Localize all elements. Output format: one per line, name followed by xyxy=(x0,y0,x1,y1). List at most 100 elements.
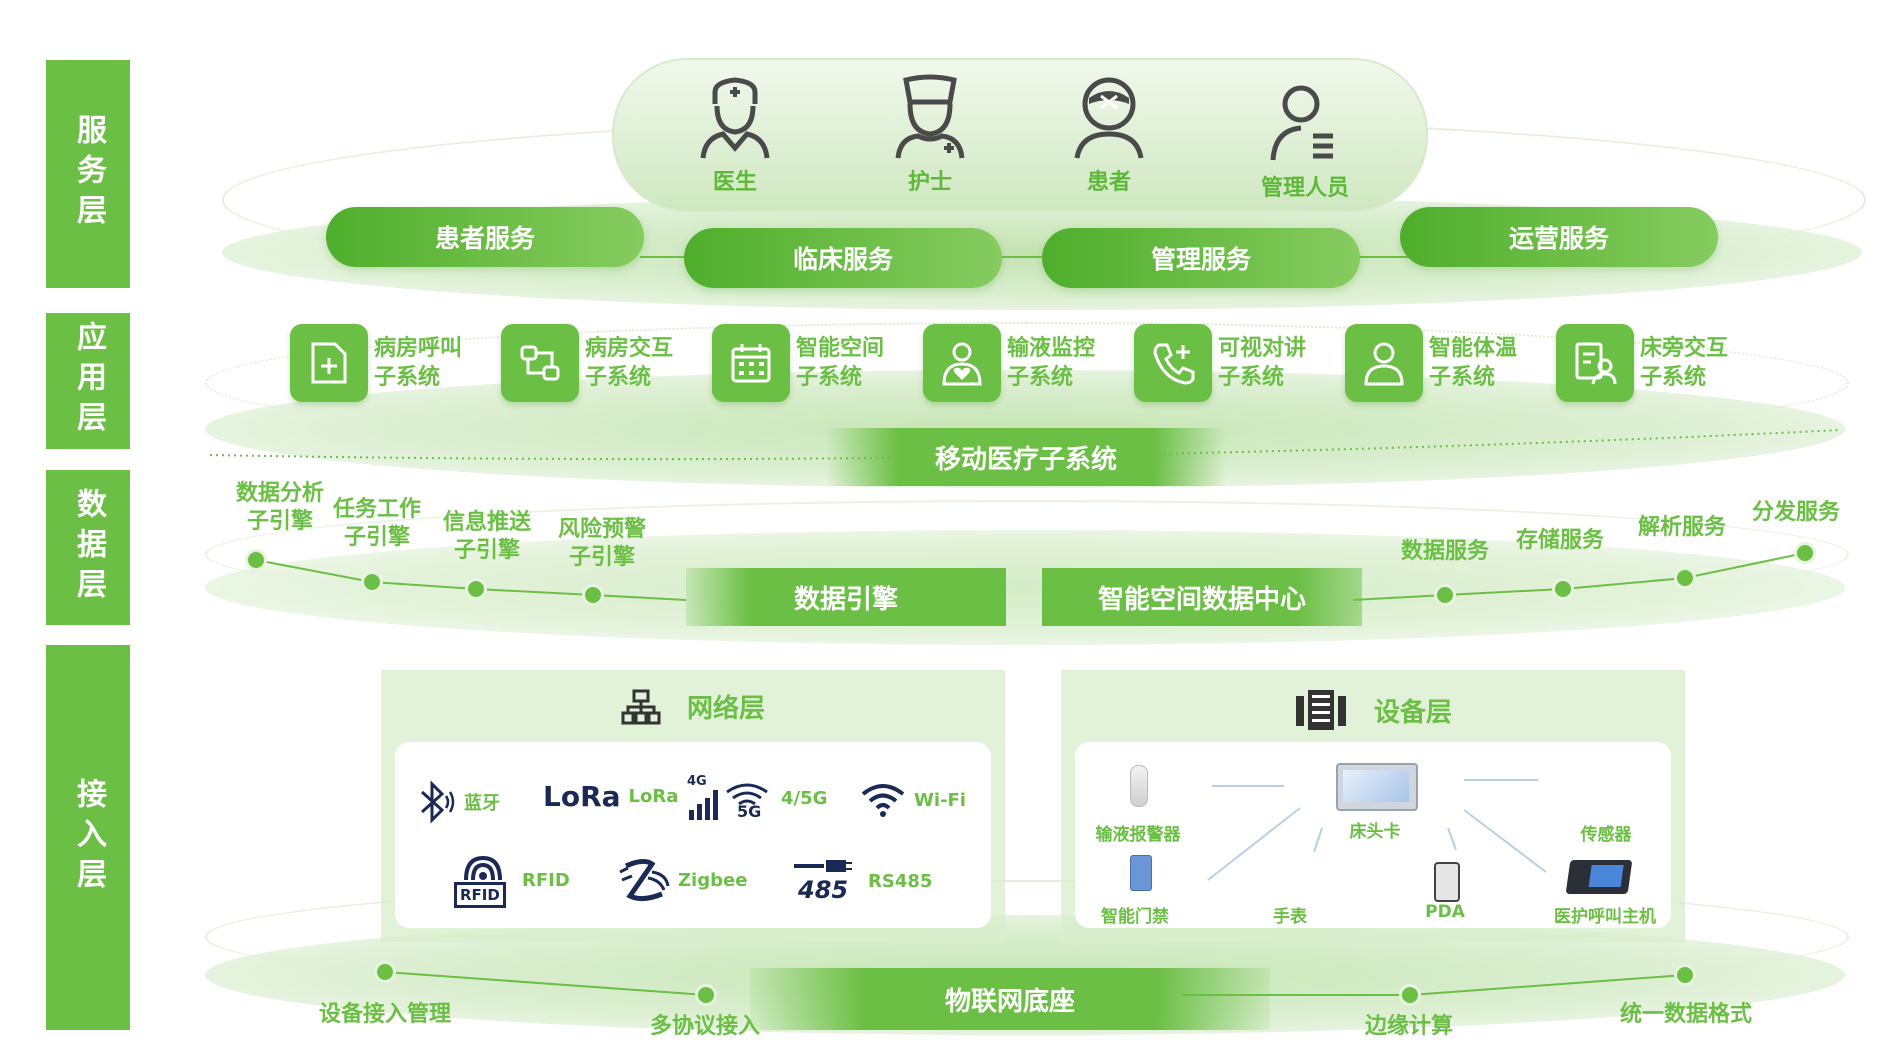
calendar-icon xyxy=(712,324,790,402)
network-item-label: LoRa xyxy=(628,786,679,807)
service-pill-clinical: 临床服务 xyxy=(684,228,1002,288)
subsystem-suffix: 子系统 xyxy=(1640,365,1707,390)
nurse-call-host-device-icon xyxy=(1565,860,1633,894)
engine-label-task: 任务工作子引擎 xyxy=(332,497,421,550)
subsystem-video-intercom: 可视对讲子系统 xyxy=(1134,324,1306,402)
device-pda: PDA xyxy=(1425,902,1465,922)
engine-label-risk: 风险预警子引擎 xyxy=(557,517,646,570)
subsystem-name: 可视对讲 xyxy=(1218,336,1307,361)
role-manager: 管理人员 xyxy=(1250,80,1360,202)
ward-interaction-icon xyxy=(501,324,579,402)
engine-node-dot xyxy=(465,578,487,600)
engine-label-push: 信息推送子引擎 xyxy=(442,510,531,563)
subsystem-suffix: 子系统 xyxy=(585,365,652,390)
network-item-cellular: 4G 5G 4/5G xyxy=(687,774,827,822)
cellular-5g-label: 5G xyxy=(737,802,762,821)
iot-label-device-access: 设备接入管理 xyxy=(318,1002,451,1027)
subsystem-bedside-interaction: 床旁交互子系统 xyxy=(1556,324,1728,402)
subsystem-ward-interaction: 病房交互子系统 xyxy=(501,324,673,402)
subsystem-suffix: 子系统 xyxy=(374,365,441,390)
iot-label-multi-protocol: 多协议接入 xyxy=(649,1014,760,1039)
subsystem-suffix: 子系统 xyxy=(1429,365,1496,390)
subsystem-name: 智能体温 xyxy=(1429,336,1518,361)
cellular-4g-label: 4G xyxy=(687,774,707,789)
subsystem-ward-call: 病房呼叫子系统 xyxy=(290,324,462,402)
layer-label-application: 应用层 xyxy=(46,313,130,449)
network-item-label: RS485 xyxy=(868,870,933,892)
infusion-alarm-device-icon xyxy=(1130,765,1148,807)
engine-node-dot xyxy=(245,549,267,571)
service-label-parse: 解析服务 xyxy=(1637,515,1726,540)
subsystem-infusion-monitor: 输液监控子系统 xyxy=(923,324,1095,402)
network-item-label: 蓝牙 xyxy=(464,793,500,814)
bluetooth-icon xyxy=(420,780,455,824)
nurse-icon xyxy=(895,74,965,159)
ward-call-icon xyxy=(290,324,368,402)
role-nurse: 护士 xyxy=(875,74,985,196)
network-topology-icon xyxy=(621,689,661,724)
engine-label-analysis: 数据分析子引擎 xyxy=(235,481,324,534)
cellular-5g-icon: 4G 5G xyxy=(687,774,773,822)
patient-heart-icon xyxy=(923,324,1001,402)
network-item-label: 4/5G xyxy=(781,787,828,809)
service-label-data: 数据服务 xyxy=(1400,539,1489,564)
network-item-wifi: Wi-Fi xyxy=(860,782,966,818)
person-icon xyxy=(1345,324,1423,402)
role-label: 护士 xyxy=(907,170,952,195)
layer-label-service: 服务层 xyxy=(46,60,130,288)
service-label-distribution: 分发服务 xyxy=(1751,500,1840,525)
engine-node-dot xyxy=(361,571,383,593)
rfid-logo-text: RFID xyxy=(454,882,506,908)
access-control-device-icon xyxy=(1130,855,1152,891)
network-item-zigbee: Zigbee xyxy=(618,856,747,904)
data-engine-bar: 数据引擎 xyxy=(686,568,1006,626)
subsystem-smart-temperature: 智能体温子系统 xyxy=(1345,324,1517,402)
subsystem-name: 床旁交互 xyxy=(1640,336,1729,361)
iot-node-dot xyxy=(1399,984,1421,1006)
service-node-dot xyxy=(1552,578,1574,600)
service-pill-patient: 患者服务 xyxy=(326,207,644,267)
manager-icon xyxy=(1270,85,1333,161)
layer-label-data: 数据层 xyxy=(46,470,130,625)
subsystem-name: 病房交互 xyxy=(585,336,674,361)
iot-label-unified-format: 统一数据格式 xyxy=(1619,1002,1752,1027)
subsystem-name: 输液监控 xyxy=(1007,336,1096,361)
subsystem-suffix: 子系统 xyxy=(796,365,863,390)
service-pill-operation: 运营服务 xyxy=(1400,207,1718,267)
device-nurse-call-host: 医护呼叫主机 xyxy=(1554,907,1656,927)
subsystem-name: 智能空间 xyxy=(796,336,885,361)
server-rack-icon xyxy=(1295,690,1346,730)
subsystem-smart-space: 智能空间子系统 xyxy=(712,324,884,402)
service-node-dot xyxy=(1434,584,1456,606)
device-bedside-card: 床头卡 xyxy=(1349,822,1401,842)
device-watch: 手表 xyxy=(1273,907,1307,927)
iot-base-bar: 物联网底座 xyxy=(750,968,1270,1030)
service-label-storage: 存储服务 xyxy=(1515,528,1604,553)
phone-plus-icon xyxy=(1134,324,1212,402)
network-item-rfid: RFID RFID xyxy=(452,852,570,908)
pda-device-icon xyxy=(1434,862,1460,902)
service-node-dot xyxy=(1674,567,1696,589)
network-item-label: RFID xyxy=(522,869,570,891)
data-center-bar: 智能空间数据中心 xyxy=(1042,568,1362,626)
engine-node-dot xyxy=(582,584,604,606)
network-item-rs485: 485 RS485 xyxy=(792,858,932,904)
device-access-control: 智能门禁 xyxy=(1101,907,1169,927)
network-panel: 网络层 xyxy=(381,670,1005,942)
service-node-dot xyxy=(1794,542,1816,564)
lora-icon: LoRa xyxy=(543,780,621,813)
doctor-icon xyxy=(700,77,770,159)
network-item-lora: LoRa LoRa xyxy=(543,780,678,813)
zigbee-icon xyxy=(619,858,670,902)
rfid-icon: RFID xyxy=(452,852,514,908)
role-label: 医生 xyxy=(712,170,757,195)
subsystem-name: 病房呼叫 xyxy=(374,336,463,361)
network-header: 网络层 xyxy=(381,688,1005,725)
patient-icon xyxy=(1074,77,1144,159)
iot-node-dot xyxy=(695,984,717,1006)
device-header: 设备层 xyxy=(1061,688,1685,732)
network-item-bluetooth: 蓝牙 xyxy=(412,780,500,824)
subsystem-suffix: 子系统 xyxy=(1007,365,1074,390)
iot-label-edge-computing: 边缘计算 xyxy=(1364,1014,1453,1039)
network-card xyxy=(395,742,991,928)
